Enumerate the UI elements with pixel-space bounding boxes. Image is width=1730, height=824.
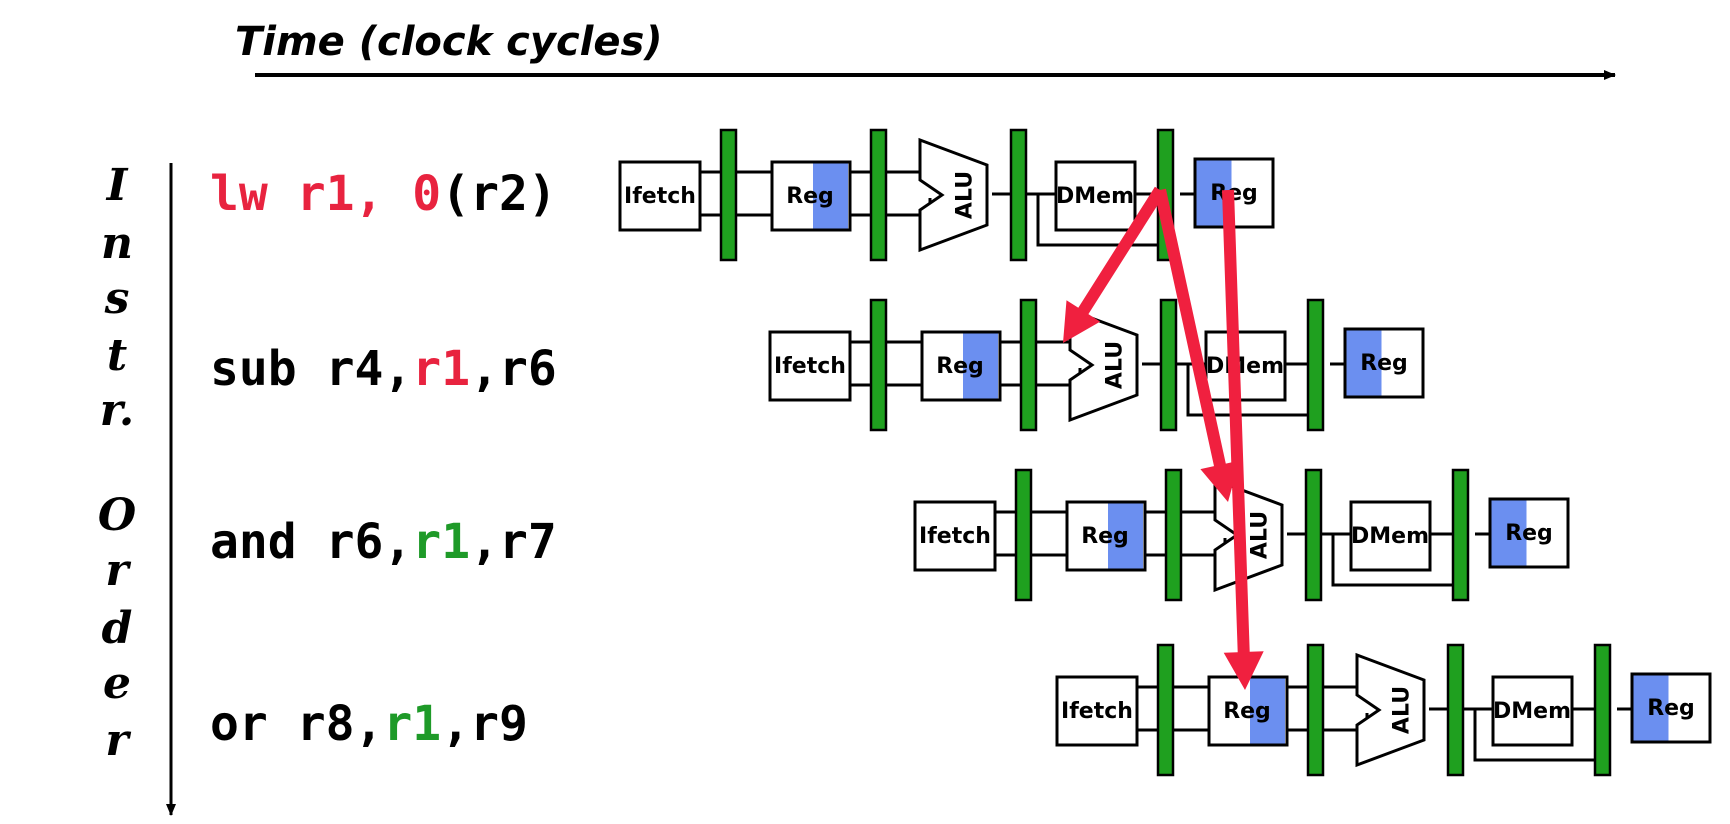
ifetch-box — [618, 160, 702, 232]
reg-write-highlight — [1346, 330, 1382, 396]
ifetch-box — [1055, 675, 1139, 747]
dmem-label: DMem — [1493, 699, 1571, 724]
pipeline-register — [1306, 298, 1325, 432]
pipeline-register — [1159, 298, 1178, 432]
ifetch-label: Ifetch — [919, 524, 991, 549]
alu-shape — [918, 137, 989, 253]
reg-write-highlight — [1491, 500, 1527, 566]
pipeline-register — [719, 128, 738, 262]
forward-arrow-to-or-reg — [1222, 189, 1264, 691]
reg-read-highlight — [813, 163, 848, 229]
instruction-token: r1 — [383, 696, 441, 752]
pipeline-row-4: Ifetch Reg ALU DMem Reg — [1055, 643, 1712, 777]
alu-label: ALU — [1390, 686, 1415, 734]
pipeline-register — [869, 128, 888, 262]
alu-label: ALU — [1248, 511, 1273, 559]
dmem-box — [1491, 675, 1574, 747]
alu-label: ALU — [953, 171, 978, 219]
order-letter: n — [101, 218, 133, 269]
pipeline-register — [1451, 468, 1470, 602]
order-letter: d — [102, 603, 133, 654]
ifetch-label: Ifetch — [624, 184, 696, 209]
instruction-token: r1 — [412, 514, 470, 570]
pipeline-register — [1306, 643, 1325, 777]
instruction-token: (r2) — [441, 166, 557, 222]
forwarding-arrows — [1063, 186, 1264, 691]
reg-read-label: Reg — [1081, 524, 1129, 549]
dmem-box — [1204, 330, 1287, 402]
ifetch-label: Ifetch — [774, 354, 846, 379]
order-letter: t — [107, 330, 127, 381]
pipeline-row-2: Ifetch Reg ALU DMem Reg — [768, 298, 1425, 432]
pipeline-row-3: Ifetch Reg ALU DMem Reg — [913, 468, 1570, 602]
reg-read-label: Reg — [786, 184, 834, 209]
instruction-token: r1 — [412, 341, 470, 397]
pipeline-register — [869, 298, 888, 432]
pipeline-register — [1593, 643, 1612, 777]
dmem-box — [1349, 500, 1432, 572]
dmem-label: DMem — [1351, 524, 1429, 549]
alu-shape — [1068, 307, 1139, 423]
pipeline-register — [1156, 643, 1175, 777]
instruction-token: ,r9 — [441, 696, 528, 752]
dmem-box — [1054, 160, 1137, 232]
pipeline-register — [1019, 298, 1038, 432]
forward-arrow-to-sub-alu — [1063, 186, 1166, 343]
order-letter: O — [98, 490, 136, 541]
reg-write-highlight — [1633, 675, 1669, 741]
instruction-3: and r6,r1,r7 — [210, 514, 557, 570]
time-axis-title: Time (clock cycles) — [235, 19, 663, 65]
pipeline-register — [1446, 643, 1465, 777]
instruction-token: ,r7 — [470, 514, 557, 570]
ifetch-box — [768, 330, 852, 402]
pipeline-register — [1014, 468, 1033, 602]
order-letter: s — [104, 273, 130, 324]
instruction-token: or r8, — [210, 696, 383, 752]
reg-read-highlight — [963, 333, 998, 399]
forward-arrow-to-and-alu — [1154, 188, 1240, 502]
instruction-1: lw r1, 0(r2) — [210, 166, 557, 222]
reg-read-label: Reg — [1223, 699, 1271, 724]
dmem-label: DMem — [1206, 354, 1284, 379]
order-letter: I — [105, 160, 129, 211]
pipeline-register — [1009, 128, 1028, 262]
instruction-token: lw r1, 0 — [210, 166, 441, 222]
reg-write-label: Reg — [1360, 351, 1408, 376]
reg-write-label: Reg — [1505, 521, 1553, 546]
order-letter: r — [105, 715, 131, 766]
pipeline-register — [1304, 468, 1323, 602]
instruction-2: sub r4,r1,r6 — [210, 341, 557, 397]
alu-label: ALU — [1103, 341, 1128, 389]
instruction-token: and r6, — [210, 514, 412, 570]
pipeline-register — [1164, 468, 1183, 602]
instruction-4: or r8,r1,r9 — [210, 696, 528, 752]
alu-shape — [1355, 652, 1426, 768]
order-letter: r. — [100, 385, 134, 436]
pipeline-rows: IfetchRegALUDMemRegIfetchRegALUDMemRegIf… — [618, 128, 1712, 777]
ifetch-box — [913, 500, 997, 572]
order-letter: e — [103, 658, 131, 709]
reg-read-highlight — [1250, 678, 1285, 744]
alu-shape — [1213, 477, 1284, 593]
reg-write-label: Reg — [1647, 696, 1695, 721]
reg-read-label: Reg — [936, 354, 984, 379]
reg-read-highlight — [1108, 503, 1143, 569]
dmem-label: DMem — [1056, 184, 1134, 209]
instruction-token: ,r6 — [470, 341, 557, 397]
instruction-token: sub r4, — [210, 341, 412, 397]
order-letter: r — [105, 545, 131, 596]
ifetch-label: Ifetch — [1061, 699, 1133, 724]
